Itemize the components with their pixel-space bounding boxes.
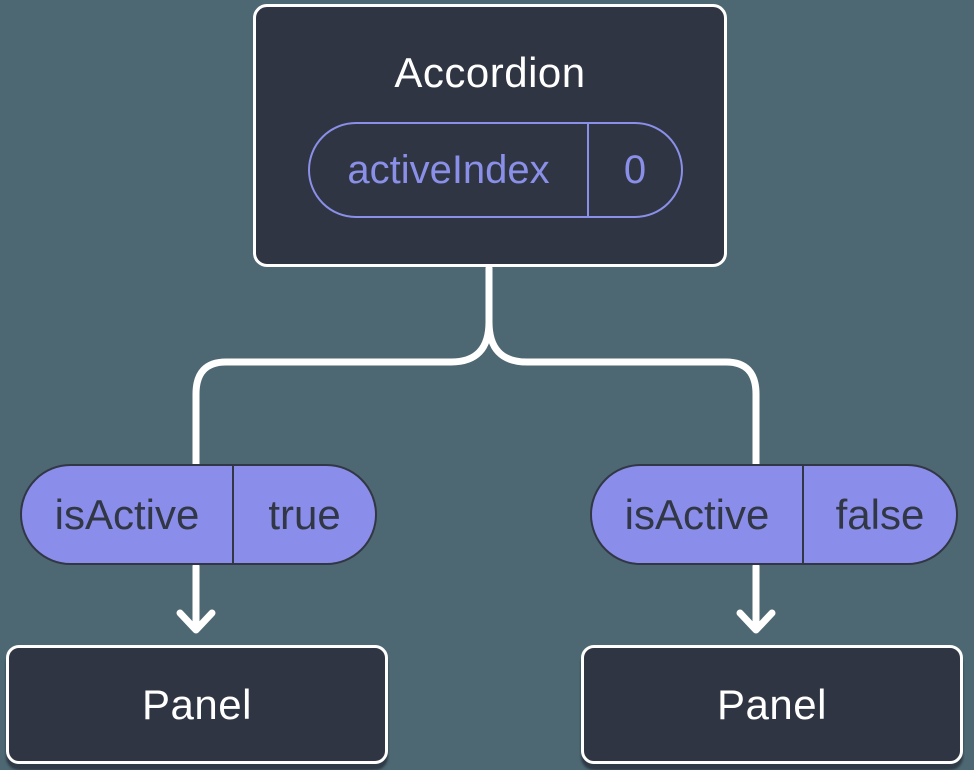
branch-right-line (485, 318, 760, 470)
prop-pill-isactive-left: isActive true (20, 464, 377, 565)
arrow-left-head-icon (176, 609, 216, 634)
panel-node-title: Panel (142, 680, 252, 728)
panel-node-title: Panel (717, 680, 827, 728)
panel-node-left: Panel (6, 645, 388, 764)
accordion-node-title: Accordion (394, 49, 586, 96)
prop-pill-isactive-right: isActive false (590, 464, 958, 565)
state-name-label: activeIndex (310, 124, 589, 216)
panel-node-right: Panel (581, 645, 963, 764)
branch-left-line (192, 318, 493, 470)
prop-value-label: true (268, 490, 341, 538)
arrow-right-head-icon (736, 609, 776, 634)
prop-name-label: isActive (22, 466, 234, 563)
prop-name-label: isActive (592, 466, 804, 563)
accordion-node: Accordion activeIndex 0 (253, 4, 727, 267)
state-value-label: 0 (623, 147, 647, 192)
prop-value-label: false (835, 490, 925, 538)
state-pill-activeindex: activeIndex 0 (308, 122, 683, 218)
